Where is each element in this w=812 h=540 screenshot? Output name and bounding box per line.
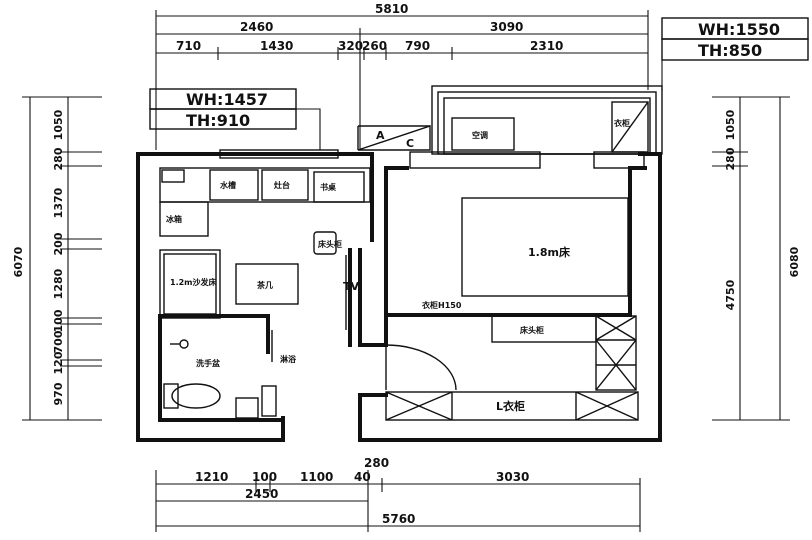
- dim-left-6: 100: [52, 309, 65, 332]
- marker-c: C: [406, 137, 414, 150]
- dim-top-detail-6: 2310: [530, 39, 563, 53]
- right-dimensions: 6080 1050 280 4750: [712, 96, 801, 421]
- dim-bottom-2: 100: [252, 470, 277, 484]
- bathroom: 洗手盆 淋浴: [163, 330, 297, 419]
- dim-bottom-5: 280: [364, 456, 389, 470]
- dim-bottom-1: 1210: [195, 470, 228, 484]
- label-fridge: 冰箱: [166, 214, 182, 224]
- window-left-wh: WH:1457: [186, 90, 268, 109]
- dim-left-2: 280: [52, 147, 65, 170]
- dim-top-detail-3: 320: [338, 39, 363, 53]
- balcony-label-ac: 空调: [472, 130, 488, 140]
- bedroom: 1.8m床 衣柜H150 床头柜: [422, 197, 637, 391]
- ac-marker: A C: [357, 125, 431, 151]
- label-wardrobe: L衣柜: [496, 399, 525, 413]
- label-desk: 书桌: [320, 182, 337, 192]
- label-sink: 洗手盆: [196, 358, 221, 368]
- window-right-th: TH:850: [698, 41, 762, 60]
- label-bed: 1.8m床: [528, 245, 571, 259]
- dim-left-9: 970: [52, 382, 65, 405]
- door[interactable]: [385, 344, 457, 391]
- label-cooker: 灶台: [274, 180, 290, 190]
- dim-top-detail-1: 710: [176, 39, 201, 53]
- balcony-label-cabinet: 衣柜: [614, 118, 630, 128]
- dim-bottom-4: 40: [354, 470, 371, 484]
- label-bedside: 床头柜: [318, 239, 342, 249]
- dim-right-3: 4750: [724, 279, 737, 310]
- living-area: 1.2m沙发床 茶几 TV: [159, 249, 360, 330]
- bottom-dimensions: 1210 100 1100 40 280 3030 2450 5760: [155, 456, 641, 532]
- dim-top-mid-left: 2460: [240, 20, 273, 34]
- kitchen-counter: 水槽 灶台 书桌 冰箱 床头柜: [159, 167, 371, 255]
- marker-a: A: [376, 129, 385, 142]
- dim-left-5: 1280: [52, 268, 65, 299]
- window-box-right: WH:1550 TH:850: [661, 17, 809, 90]
- dim-left-3: 1370: [52, 187, 65, 218]
- dim-right-2: 280: [724, 147, 737, 170]
- dim-top-detail-4: 260: [362, 39, 387, 53]
- balcony: 空调 衣柜: [409, 85, 663, 169]
- dim-left-8: 120: [52, 351, 65, 374]
- left-dimensions: 6070 1050 280 1370 200 1280 100 700 120 …: [12, 96, 102, 421]
- dim-bottom-6: 3030: [496, 470, 529, 484]
- dim-left-total: 6070: [12, 246, 25, 277]
- label-sink2: 水槽: [219, 180, 236, 190]
- dim-right-1: 1050: [724, 109, 737, 140]
- window-left-top: [219, 149, 339, 159]
- label-closet: 衣柜H150: [422, 300, 462, 310]
- label-shower: 淋浴: [280, 354, 297, 364]
- dim-top-total: 5810: [375, 2, 408, 16]
- dim-left-7: 700: [52, 330, 65, 353]
- dim-bottom-mid: 2450: [245, 487, 278, 501]
- window-box-left: WH:1457 TH:910: [149, 88, 321, 150]
- label-bedside-cab: 床头柜: [520, 325, 544, 335]
- label-sofa: 1.2m沙发床: [170, 277, 218, 287]
- label-table: 茶几: [256, 280, 273, 290]
- wardrobe: L衣柜: [385, 391, 639, 421]
- label-tv: TV: [343, 280, 360, 293]
- dim-left-1: 1050: [52, 109, 65, 140]
- window-right-wh: WH:1550: [698, 20, 780, 39]
- dim-top-mid-right: 3090: [490, 20, 523, 34]
- dim-top-detail-5: 790: [405, 39, 430, 53]
- top-dimensions: 5810 2460 3090 710 1430 320 260 790 2310: [155, 2, 649, 150]
- dim-left-4: 200: [52, 232, 65, 255]
- dim-bottom-total: 5760: [382, 512, 415, 526]
- dim-right-total: 6080: [788, 246, 801, 277]
- window-left-th: TH:910: [186, 111, 250, 130]
- dim-top-detail-2: 1430: [260, 39, 293, 53]
- dim-bottom-3: 1100: [300, 470, 333, 484]
